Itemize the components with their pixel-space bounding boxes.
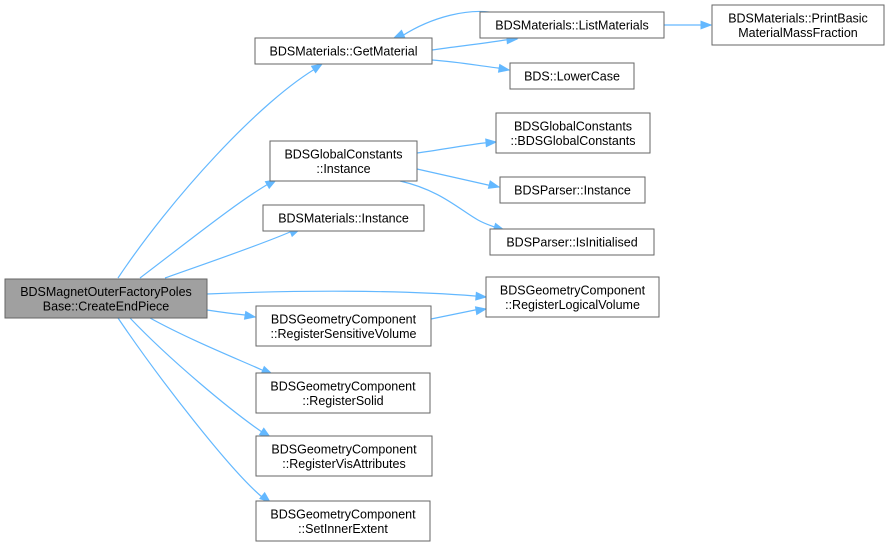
edge-line bbox=[164, 228, 301, 279]
node-setinner[interactable]: BDSGeometryComponent::SetInnerExtent bbox=[255, 500, 431, 542]
arrowhead-icon bbox=[392, 29, 406, 39]
node-box[interactable] bbox=[479, 11, 665, 39]
arrowhead-icon bbox=[475, 291, 488, 301]
node-box[interactable] bbox=[262, 204, 425, 232]
node-label-line: ::RegisterSolid bbox=[302, 394, 383, 408]
edge-root-to-regvis bbox=[129, 317, 272, 438]
edge-line bbox=[431, 59, 510, 71]
node-label-line: ::Instance bbox=[316, 162, 370, 176]
node-label-line: BDSMagnetOuterFactoryPoles bbox=[20, 285, 192, 299]
node-regvis[interactable]: BDSGeometryComponent::RegisterVisAttribu… bbox=[255, 435, 433, 477]
node-label-line: BDSGeometryComponent bbox=[500, 283, 646, 297]
node-printbasic[interactable]: BDSMaterials::PrintBasicMaterialMassFrac… bbox=[711, 4, 885, 46]
node-label-line: ::RegisterSensitiveVolume bbox=[271, 327, 417, 341]
edge-gcinst-to-parserinst bbox=[416, 168, 501, 189]
node-gcinst[interactable]: BDSGlobalConstants::Instance bbox=[269, 140, 418, 182]
node-label-line: ::RegisterVisAttributes bbox=[282, 457, 405, 471]
arrowhead-icon bbox=[474, 306, 488, 316]
edge-line bbox=[149, 317, 273, 375]
edge-gcinst-to-gcctor bbox=[416, 138, 498, 154]
node-box[interactable] bbox=[255, 435, 433, 477]
edge-getmat-to-lower bbox=[431, 59, 511, 73]
node-box[interactable] bbox=[255, 372, 431, 414]
node-box[interactable] bbox=[269, 140, 418, 182]
edge-listmat-to-printbasic bbox=[664, 20, 713, 30]
node-listmat[interactable]: BDSMaterials::ListMaterials bbox=[479, 11, 665, 39]
edge-root-to-reglv bbox=[206, 290, 488, 301]
node-box[interactable] bbox=[255, 500, 431, 542]
node-getmat[interactable]: BDSMaterials::GetMaterial bbox=[254, 37, 433, 65]
node-label-line: BDSGeometryComponent bbox=[271, 442, 417, 456]
arrowhead-icon bbox=[259, 491, 272, 503]
edge-line bbox=[129, 317, 271, 438]
node-lower[interactable]: BDS::LowerCase bbox=[509, 62, 635, 90]
node-box[interactable] bbox=[489, 228, 655, 256]
node-box[interactable] bbox=[495, 112, 651, 154]
arrowhead-icon bbox=[487, 180, 501, 189]
node-root[interactable]: BDSMagnetOuterFactoryPolesBase::CreateEn… bbox=[4, 278, 208, 319]
node-reglv[interactable]: BDSGeometryComponent::RegisterLogicalVol… bbox=[485, 276, 660, 318]
arrowhead-icon bbox=[497, 63, 511, 73]
node-label-line: Base::CreateEndPiece bbox=[43, 299, 170, 313]
edge-regsv-to-reglv bbox=[430, 306, 488, 320]
node-box[interactable] bbox=[711, 4, 885, 46]
node-label-line: BDSGeometryComponent bbox=[270, 379, 416, 393]
node-gcctor[interactable]: BDSGlobalConstants::BDSGlobalConstants bbox=[495, 112, 651, 154]
node-matinst[interactable]: BDSMaterials::Instance bbox=[262, 204, 425, 232]
edge-line bbox=[206, 290, 487, 298]
node-box[interactable] bbox=[499, 176, 646, 204]
node-box[interactable] bbox=[4, 278, 208, 319]
arrowhead-icon bbox=[700, 20, 713, 30]
edge-root-to-getmat bbox=[117, 63, 324, 279]
node-label-line: BDSGlobalConstants bbox=[284, 147, 402, 161]
edge-line bbox=[430, 308, 487, 320]
arrowhead-icon bbox=[310, 63, 324, 74]
node-label-line: MaterialMassFraction bbox=[738, 26, 858, 40]
node-label-line: BDSMaterials::Instance bbox=[278, 212, 409, 226]
node-label-line: BDS::LowerCase bbox=[524, 70, 620, 84]
node-label-line: ::BDSGlobalConstants bbox=[510, 134, 635, 148]
edge-line bbox=[117, 63, 323, 279]
node-label-line: BDSGlobalConstants bbox=[514, 119, 632, 133]
node-box[interactable] bbox=[254, 37, 433, 65]
node-regsv[interactable]: BDSGeometryComponent::RegisterSensitiveV… bbox=[255, 305, 432, 347]
edge-line bbox=[431, 38, 518, 51]
edge-line bbox=[416, 141, 497, 154]
node-box[interactable] bbox=[485, 276, 660, 318]
edge-line bbox=[399, 180, 505, 231]
edge-root-to-regsolid bbox=[149, 317, 274, 375]
node-label-line: BDSParser::IsInitialised bbox=[506, 236, 637, 250]
edges-layer bbox=[117, 10, 713, 503]
edge-root-to-regsv bbox=[206, 309, 257, 320]
arrowhead-icon bbox=[485, 138, 498, 148]
node-box[interactable] bbox=[255, 305, 432, 347]
edge-line bbox=[117, 317, 271, 503]
node-parserinst[interactable]: BDSParser::Instance bbox=[499, 176, 646, 204]
node-label-line: BDSMaterials::ListMaterials bbox=[495, 19, 649, 33]
arrowhead-icon bbox=[243, 310, 257, 320]
node-label-line: BDSGeometryComponent bbox=[270, 507, 416, 521]
node-label-line: BDSGeometryComponent bbox=[271, 312, 417, 326]
node-box[interactable] bbox=[509, 62, 635, 90]
node-parserinit[interactable]: BDSParser::IsInitialised bbox=[489, 228, 655, 256]
node-label-line: ::RegisterLogicalVolume bbox=[505, 298, 640, 312]
edge-line bbox=[139, 179, 277, 279]
edge-root-to-matinst bbox=[164, 228, 302, 279]
edge-root-to-setinner bbox=[117, 317, 272, 503]
node-label-line: ::SetInnerExtent bbox=[298, 522, 388, 536]
node-label-line: BDSMaterials::GetMaterial bbox=[270, 45, 418, 59]
nodes-layer: BDSMagnetOuterFactoryPolesBase::CreateEn… bbox=[4, 4, 885, 542]
node-label-line: BDSMaterials::PrintBasic bbox=[728, 11, 868, 25]
edge-line bbox=[416, 168, 500, 188]
node-regsolid[interactable]: BDSGeometryComponent::RegisterSolid bbox=[255, 372, 431, 414]
node-label-line: BDSParser::Instance bbox=[514, 184, 631, 198]
